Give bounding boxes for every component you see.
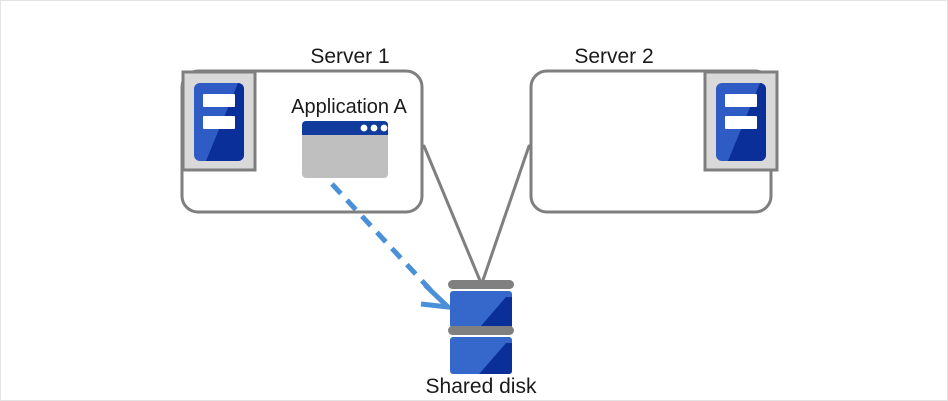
connector-server1-to-disk xyxy=(422,144,483,285)
app-window-dot-2 xyxy=(370,124,378,132)
server-icon-bar-top xyxy=(725,94,757,107)
disk-bar-top xyxy=(448,280,514,289)
app-window-dot-3 xyxy=(380,124,388,132)
connector-layer xyxy=(422,144,531,285)
app-to-disk-arrow xyxy=(330,182,456,311)
server-2-node[interactable]: Server 2 xyxy=(529,45,779,214)
app-window-icon xyxy=(302,121,388,178)
server-icon xyxy=(181,70,257,172)
app-to-disk-arrowhead xyxy=(420,283,456,311)
server-icon xyxy=(703,70,779,172)
app-window-dot-1 xyxy=(360,124,368,132)
server-icon-bar-bottom xyxy=(203,116,235,129)
shared-disk-node[interactable]: Shared disk xyxy=(426,280,537,398)
app-window-body xyxy=(302,121,388,178)
application-a-node[interactable]: Application A xyxy=(291,96,407,178)
app-to-disk-dashed-line xyxy=(330,182,439,299)
disk-platter-bottom-shade xyxy=(474,343,512,374)
server-2-label: Server 2 xyxy=(574,45,653,68)
shared-disk-label: Shared disk xyxy=(426,375,537,398)
disk-platter-top-shade xyxy=(474,297,512,328)
server-1-node[interactable]: Server 1 Application A xyxy=(180,45,424,214)
application-a-label: Application A xyxy=(291,96,407,118)
disk-bar-middle xyxy=(448,326,514,335)
connector-server2-to-disk xyxy=(480,144,531,285)
server-icon-bar-bottom xyxy=(725,116,757,129)
server-icon-bar-top xyxy=(203,94,235,107)
app-window-titlebar xyxy=(302,121,388,135)
server-1-label: Server 1 xyxy=(310,45,389,68)
